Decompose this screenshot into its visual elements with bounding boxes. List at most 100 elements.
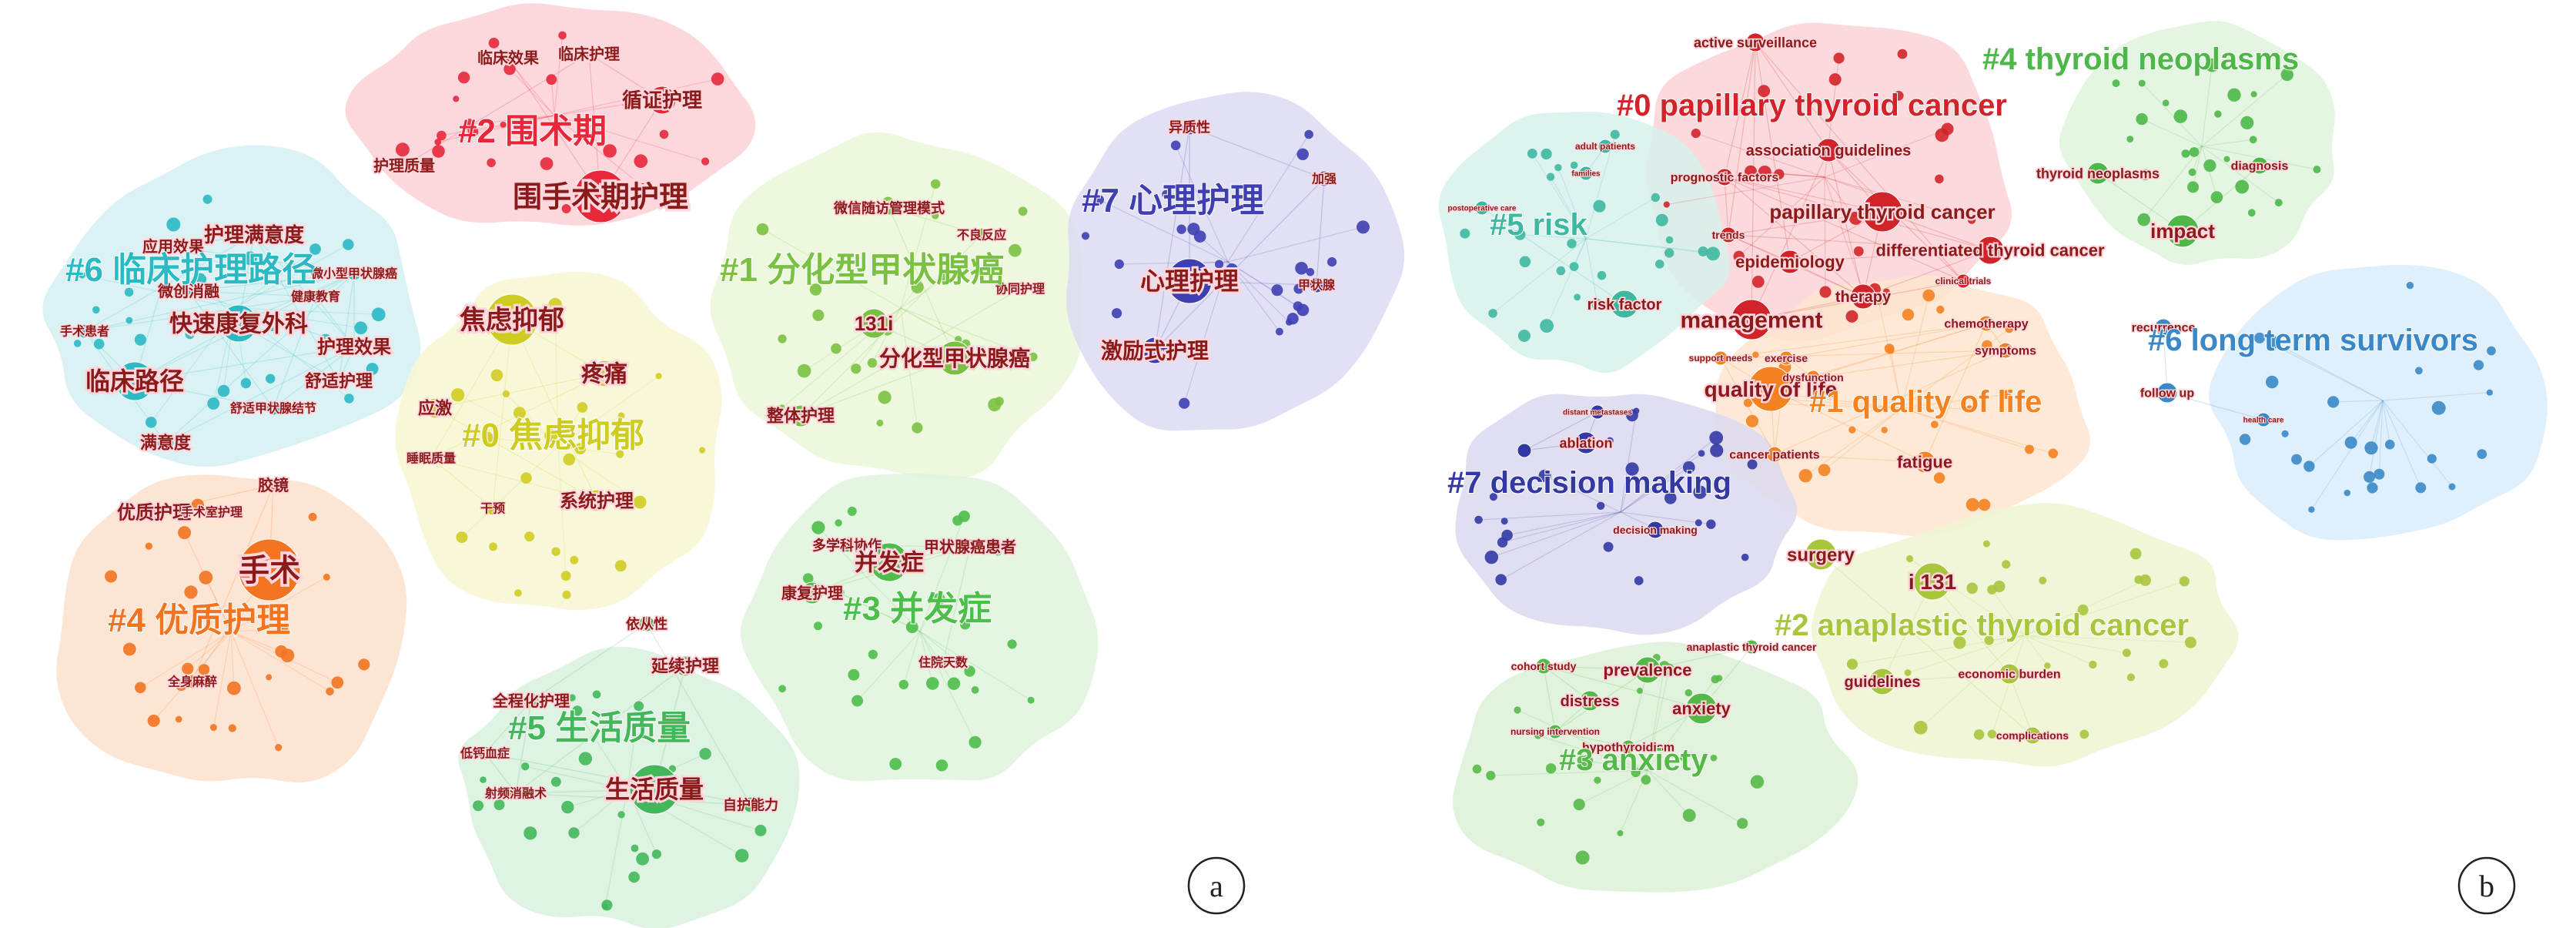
keyword-node: [1579, 690, 1601, 712]
cluster-edge: [554, 103, 630, 116]
keyword-node: [2166, 214, 2200, 248]
cluster-edge: [919, 516, 965, 632]
minor-node: [1486, 770, 1496, 781]
keyword-node: [1745, 32, 1765, 52]
minor-node: [699, 447, 706, 454]
minor-node: [1489, 493, 1497, 501]
cluster-edge: [919, 598, 940, 632]
minor-node: [1993, 580, 2006, 593]
minor-node: [1634, 576, 1644, 585]
minor-node: [1819, 286, 1832, 298]
keyword-node: [1597, 139, 1613, 154]
cluster-edge: [1901, 407, 1970, 410]
keyword-label: 手术室护理: [181, 505, 243, 520]
cluster-edge: [900, 307, 958, 340]
minor-node: [1606, 437, 1614, 444]
keyword-label: thyroid neoplasms: [2036, 166, 2159, 181]
keyword-edge: [1728, 234, 1991, 251]
cluster-label: #6 临床护理路径: [65, 251, 316, 289]
minor-node: [2448, 483, 2456, 491]
minor-node: [1546, 173, 1555, 181]
cluster-edge: [230, 628, 284, 632]
keyword-label: diagnosis: [2231, 160, 2289, 173]
keyword-edge: [430, 319, 513, 459]
minor-node: [202, 194, 212, 204]
minor-node: [1296, 303, 1310, 317]
minor-node: [450, 388, 465, 402]
minor-node: [1597, 270, 1607, 280]
minor-node: [1751, 276, 1765, 288]
minor-node: [1982, 340, 1992, 351]
cluster-edge: [1585, 238, 1704, 253]
cluster-edge: [2382, 392, 2490, 401]
minor-node: [1636, 687, 1643, 694]
minor-node: [309, 243, 321, 255]
minor-node: [1593, 199, 1606, 213]
minor-node: [366, 363, 379, 375]
keyword-edge: [800, 357, 955, 417]
minor-node: [1978, 498, 1991, 511]
cluster-edge: [461, 446, 559, 538]
cluster-edge: [574, 789, 628, 833]
minor-node: [631, 844, 639, 853]
minor-node: [616, 450, 624, 458]
minor-node: [1750, 775, 1765, 789]
cluster-edge: [903, 631, 921, 685]
minor-node: [489, 542, 497, 551]
minor-node: [343, 239, 354, 250]
minor-node: [2406, 281, 2414, 290]
minor-node: [2344, 436, 2357, 449]
minor-node: [2291, 454, 2302, 465]
cluster-region-b-3: [2209, 264, 2548, 541]
minor-node: [2159, 658, 2169, 668]
keyword-label: 临床效果: [477, 49, 539, 67]
keyword-label: quality of life: [1705, 377, 1838, 401]
cluster-region-b-0: [1645, 22, 2012, 342]
keyword-label: postoperative care: [1448, 205, 1517, 213]
cluster-edge: [1991, 635, 2026, 735]
keyword-label: therapy: [1835, 289, 1892, 306]
keyword-edge: [153, 484, 274, 513]
keyword-edge: [1189, 126, 1325, 179]
minor-node: [1162, 189, 1170, 199]
cluster-edge: [205, 577, 232, 632]
minor-node: [1741, 553, 1749, 561]
minor-node: [1965, 498, 1979, 511]
cluster-edge: [437, 115, 555, 142]
keyword-edge: [1543, 665, 1648, 671]
minor-node: [275, 645, 288, 658]
minor-node: [558, 31, 567, 40]
cluster-edge: [1574, 238, 1587, 267]
minor-node: [124, 287, 134, 297]
cluster-edge: [234, 307, 379, 315]
minor-node: [2185, 636, 2196, 648]
cluster-edge: [2201, 74, 2288, 147]
keyword-edge: [1785, 323, 1987, 359]
minor-node: [756, 223, 769, 236]
cluster-edge: [1585, 238, 1598, 305]
minor-node: [1747, 459, 1758, 470]
keyword-node: [1517, 443, 1532, 458]
keyword-edge: [1770, 388, 1925, 463]
cluster-edge: [1901, 407, 2030, 451]
minor-node: [1848, 426, 1856, 434]
minor-node: [1617, 829, 1624, 836]
minor-node: [1733, 250, 1745, 262]
minor-node: [1527, 149, 1537, 159]
cluster-label: #0 焦虑抑郁: [462, 417, 644, 454]
keyword-label: anxiety: [1672, 699, 1731, 719]
cluster-edge: [212, 631, 232, 728]
keyword-edge: [1724, 42, 1756, 178]
keyword-label: differentiated thyroid cancer: [1875, 241, 2105, 260]
minor-node: [2089, 660, 2097, 669]
minor-node: [323, 573, 330, 581]
minor-node: [2126, 136, 2134, 143]
keyword-edge: [484, 752, 517, 794]
minor-node: [1882, 288, 1890, 296]
keyword-label: exercise: [1765, 352, 1808, 364]
minor-node: [561, 204, 571, 213]
minor-node: [488, 38, 500, 49]
keyword-node: [2086, 162, 2109, 185]
keyword-edge: [134, 380, 274, 409]
